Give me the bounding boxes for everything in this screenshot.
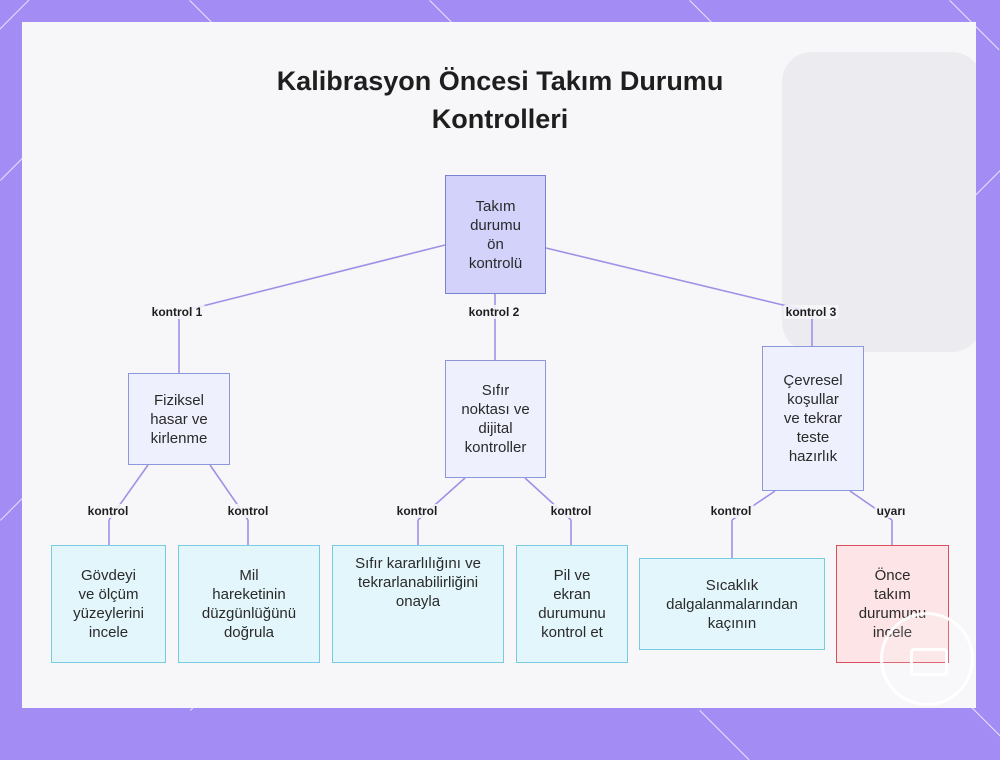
- node-zero-line: dijital: [461, 419, 529, 438]
- node-root-line: Takım: [469, 197, 522, 216]
- edge-label-kontrol-1: kontrol 1: [150, 305, 205, 319]
- node-zero-stability-line: onayla: [355, 592, 481, 611]
- node-temperature-line: Sıcaklık: [666, 576, 798, 595]
- edge-root-physical: [179, 245, 445, 312]
- node-root-line: kontrolü: [469, 254, 522, 273]
- node-body-check-line: Gövdeyi: [73, 566, 144, 585]
- node-physical-line: Fiziksel: [150, 391, 208, 410]
- edge-label-spindle: kontrol: [226, 504, 271, 518]
- node-battery-line: Pil ve: [538, 566, 606, 585]
- node-battery-line: kontrol et: [538, 623, 606, 642]
- node-env-line: Çevresel: [783, 371, 842, 390]
- node-spindle-line: hareketinin: [202, 585, 296, 604]
- node-spindle-line: doğrula: [202, 623, 296, 642]
- node-env-line: hazırlık: [783, 447, 842, 466]
- node-warning-line: Önce: [859, 566, 927, 585]
- node-zero-line: Sıfır: [461, 381, 529, 400]
- node-physical-line: kirlenme: [150, 429, 208, 448]
- node-root: Takım durumu ön kontrolü: [445, 175, 546, 294]
- node-zero-stability: Sıfır kararlılığını ve tekrarlanabilirli…: [332, 545, 504, 663]
- edge-label-body: kontrol: [86, 504, 131, 518]
- node-env-line: koşullar: [783, 390, 842, 409]
- node-env-line: ve tekrar: [783, 409, 842, 428]
- node-spindle-line: Mil: [202, 566, 296, 585]
- node-zero-line: kontroller: [461, 438, 529, 457]
- corner-badge-icon: [880, 612, 974, 706]
- node-physical-line: hasar ve: [150, 410, 208, 429]
- edge-label-warning: uyarı: [875, 504, 908, 518]
- edge-label-temperature: kontrol: [709, 504, 754, 518]
- node-body-check-line: ve ölçüm: [73, 585, 144, 604]
- node-env-line: teste: [783, 428, 842, 447]
- edge-label-zero-stability: kontrol: [395, 504, 440, 518]
- node-zero-stability-line: Sıfır kararlılığını ve: [355, 554, 481, 573]
- edge-label-kontrol-3: kontrol 3: [784, 305, 839, 319]
- edge-root-env: [546, 248, 812, 312]
- node-temperature: Sıcaklık dalgalanmalarından kaçının: [639, 558, 825, 650]
- node-temperature-line: dalgalanmalarından: [666, 595, 798, 614]
- node-battery-line: ekran: [538, 585, 606, 604]
- node-root-line: durumu: [469, 216, 522, 235]
- edge-label-battery: kontrol: [549, 504, 594, 518]
- node-body-check-line: incele: [73, 623, 144, 642]
- node-zero-stability-line: tekrarlanabilirliğini: [355, 573, 481, 592]
- node-spindle-line: düzgünlüğünü: [202, 604, 296, 623]
- edge-label-kontrol-2: kontrol 2: [467, 305, 522, 319]
- node-physical: Fiziksel hasar ve kirlenme: [128, 373, 230, 465]
- node-body-check: Gövdeyi ve ölçüm yüzeylerini incele: [51, 545, 166, 663]
- node-zero: Sıfır noktası ve dijital kontroller: [445, 360, 546, 478]
- node-root-line: ön: [469, 235, 522, 254]
- node-battery: Pil ve ekran durumunu kontrol et: [516, 545, 628, 663]
- node-warning-line: takım: [859, 585, 927, 604]
- node-zero-line: noktası ve: [461, 400, 529, 419]
- node-env: Çevresel koşullar ve tekrar teste hazırl…: [762, 346, 864, 491]
- node-spindle: Mil hareketinin düzgünlüğünü doğrula: [178, 545, 320, 663]
- node-body-check-line: yüzeylerini: [73, 604, 144, 623]
- node-battery-line: durumunu: [538, 604, 606, 623]
- node-temperature-line: kaçının: [666, 614, 798, 633]
